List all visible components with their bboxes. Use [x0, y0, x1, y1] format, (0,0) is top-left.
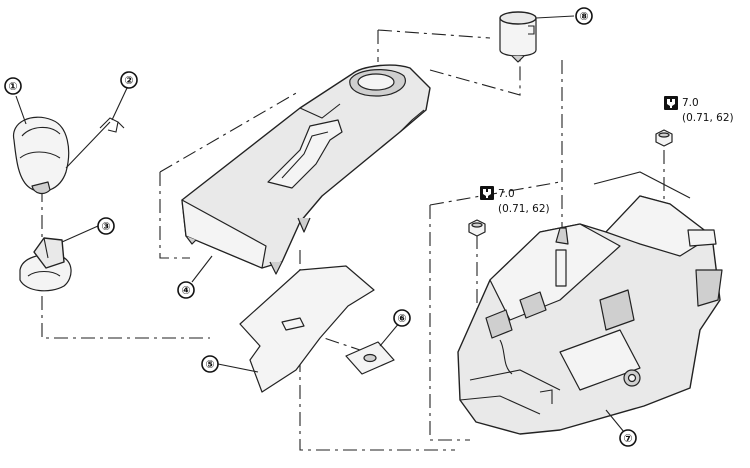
torque-spec-left: 7.0 (0.71, 62) [480, 186, 550, 215]
callout-6: ⑥ [393, 309, 411, 327]
callout-8: ⑧ [575, 7, 593, 25]
callout-4: ④ [177, 281, 195, 299]
callout-7: ⑦ [619, 429, 637, 447]
mounting-bolt-left [468, 219, 486, 237]
mounting-bolt-right [655, 129, 673, 147]
callout-5-label: ⑤ [205, 358, 214, 371]
callout-2: ② [120, 71, 138, 89]
torque-spec-right: 7.0 (0.71, 62) [664, 96, 734, 124]
shift-lock-cylinder [499, 11, 537, 63]
console-seal-sheet [239, 265, 375, 393]
callout-3-label: ③ [101, 220, 110, 233]
callout-1: ① [4, 77, 22, 95]
callout-7-label: ⑦ [623, 432, 632, 445]
callout-6-label: ⑥ [397, 312, 406, 325]
callout-4-label: ④ [181, 284, 190, 297]
shift-lever-assembly [457, 171, 723, 435]
callout-8-label: ⑧ [579, 10, 588, 23]
torque-units: (0.71, 62) [498, 203, 550, 215]
torque-units: (0.71, 62) [682, 112, 734, 124]
shift-knob [12, 116, 70, 195]
callout-2-label: ② [124, 74, 133, 87]
leader-lines [15, 15, 625, 433]
torque-wrench-icon [480, 186, 494, 200]
assembly-guide-lines [41, 29, 665, 451]
torque-wrench-icon [664, 96, 678, 110]
grommet-plate [345, 341, 395, 375]
callout-3: ③ [97, 217, 115, 235]
console-cover [181, 64, 431, 275]
torque-value: 7.0 [498, 188, 515, 200]
torque-value: 7.0 [682, 97, 699, 109]
callout-1-label: ① [8, 80, 17, 93]
knob-boot [19, 237, 72, 292]
retaining-clip [99, 117, 125, 133]
callout-5: ⑤ [201, 355, 219, 373]
